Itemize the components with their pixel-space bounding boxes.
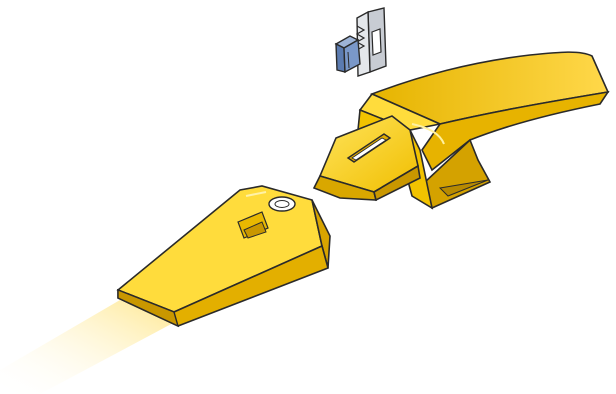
retainer-lock-icon [336,8,386,76]
bucket-tooth-tip-icon [118,186,330,326]
light-beam [0,300,175,394]
